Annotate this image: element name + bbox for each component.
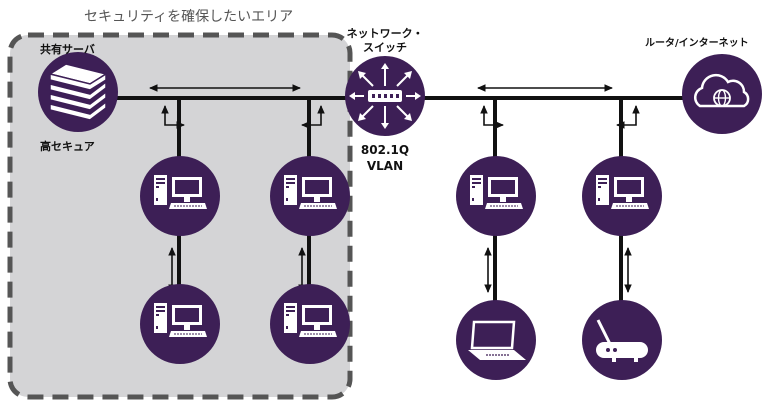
vlan-line1: 802.1Q — [360, 143, 410, 157]
secure-area-title: セキュリティを確保したいエリア — [84, 9, 294, 25]
cloud-globe-icon — [693, 73, 750, 108]
switch-label-line1: ネットワーク・ — [346, 27, 424, 40]
laptop-icon — [468, 320, 526, 360]
server-stack-icon — [48, 63, 108, 121]
desktop-pc-icon — [139, 155, 221, 237]
wifi-router-icon — [596, 319, 648, 362]
laptop-node — [456, 300, 536, 380]
network-switch-icon — [349, 63, 421, 129]
switch-label-line2: スイッチ — [363, 41, 407, 54]
internet-node — [682, 54, 762, 134]
router-label: ルータ/インターネット — [645, 38, 749, 49]
shared-server-label: 共有サーバ — [40, 43, 95, 56]
wifi-router-node — [582, 300, 662, 380]
traffic-arrows — [149, 84, 640, 293]
desktop-pc-icon — [139, 283, 221, 365]
shared-server-sublabel: 高セキュア — [40, 140, 95, 153]
desktop-pc-icon — [269, 155, 351, 237]
desktop-pc-icon — [455, 155, 537, 237]
shared-server-node — [38, 52, 118, 132]
network-switch-node — [345, 56, 425, 136]
vlan-line2: VLAN — [366, 159, 404, 173]
desktop-pc-icon — [581, 155, 663, 237]
desktop-pc-icon — [269, 283, 351, 365]
